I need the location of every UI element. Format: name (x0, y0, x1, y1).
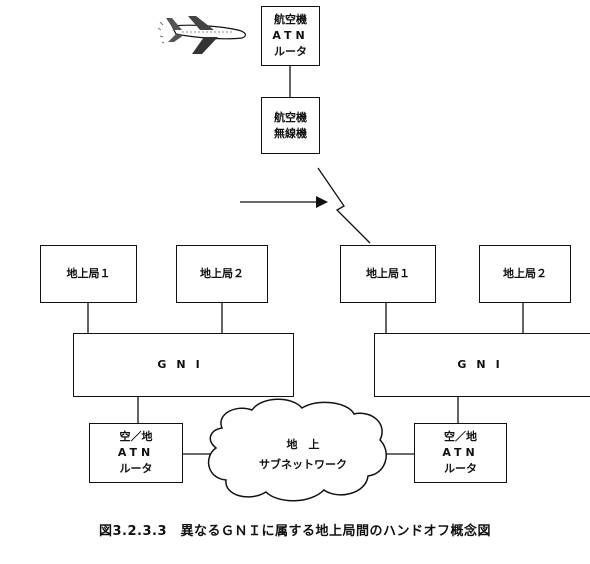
right-gni-box: GNI (374, 333, 590, 397)
aircraft-radio-line-1: 航空機 (274, 110, 307, 124)
left-air-ground-router-box: 空／地 ATN ルータ (89, 423, 183, 483)
left-ground-station-2-label: 地上局２ (200, 267, 244, 280)
aircraft-atn-router-line-1: 航空機 (274, 13, 307, 26)
right-ground-station-1-box: 地上局１ (340, 245, 436, 303)
left-gni-label: GNI (157, 358, 210, 371)
left-ground-station-1-box: 地上局１ (40, 245, 137, 303)
right-ground-station-1-label: 地上局１ (366, 267, 410, 280)
right-air-ground-router-box: 空／地 ATN ルータ (414, 423, 507, 483)
radio-link-zigzag (317, 167, 371, 244)
aircraft-atn-router-line-2: ATN (272, 29, 309, 42)
right-air-ground-router-line-1: 空／地 (444, 430, 477, 443)
subnetwork-label-line-1: 地 上 (286, 438, 320, 451)
right-gni-label: GNI (457, 358, 510, 371)
left-air-ground-router-line-1: 空／地 (119, 430, 153, 443)
left-gni-box: GNI (73, 333, 294, 397)
right-ground-station-2-label: 地上局２ (503, 267, 547, 280)
figure-caption: 図3.2.3.3 異なるＧＮＩに属する地上局間のハンドオフ概念図 (99, 524, 491, 539)
right-air-ground-router-line-3: ルータ (444, 462, 477, 475)
subnetwork-label-line-2: サブネットワーク (259, 458, 347, 471)
aircraft-atn-router-box: 航空機 ATN ルータ (261, 6, 320, 66)
left-ground-station-2-box: 地上局２ (176, 245, 268, 303)
subnetwork-cloud (207, 398, 387, 502)
left-air-ground-router-line-3: ルータ (119, 462, 153, 475)
left-air-ground-router-line-2: ATN (117, 446, 155, 459)
right-ground-station-2-box: 地上局２ (479, 245, 571, 303)
left-ground-station-1-label: 地上局１ (66, 267, 111, 280)
handoff-arrow-head (316, 196, 328, 208)
airplane-icon (157, 16, 247, 54)
aircraft-radio-box: 航空機 無線機 (261, 97, 320, 154)
aircraft-radio-line-2: 無線機 (274, 126, 307, 140)
right-air-ground-router-line-2: ATN (442, 446, 479, 459)
aircraft-atn-router-line-3: ルータ (274, 45, 307, 58)
